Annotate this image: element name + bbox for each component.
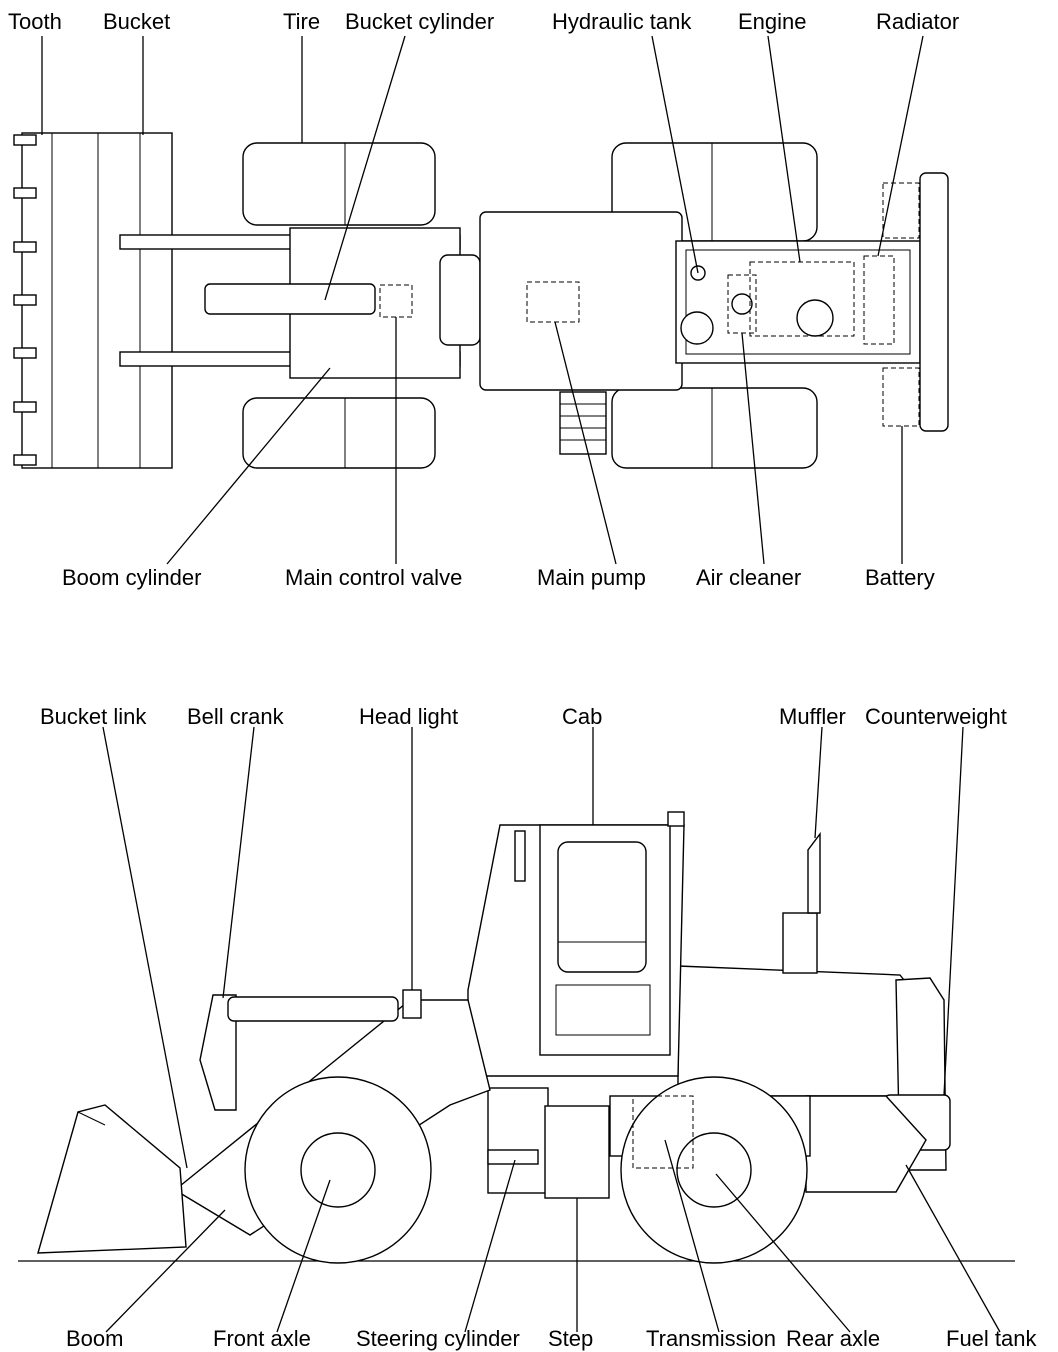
top-view-leaders [41,35,924,565]
cab-top [479,211,683,391]
label-rear-axle: Rear axle [786,1326,880,1351]
transmission-box [632,1095,694,1169]
label-hydraulic-tank: Hydraulic tank [552,9,692,34]
label-bucket-link: Bucket link [40,704,147,729]
label-tire: Tire [283,9,320,34]
label-boom: Boom [66,1326,123,1351]
beacon [667,811,685,827]
label-transmission: Transmission [646,1326,776,1351]
label-bell-crank: Bell crank [187,704,285,729]
center-frame [487,1087,549,1194]
battery-box-top [882,182,920,239]
label-counterweight: Counterweight [865,704,1007,729]
rear-mirror [514,830,526,882]
bucket-cylinder-side [227,996,399,1022]
muffler-pipe [807,831,821,914]
rear-hub [676,1132,752,1208]
label-air-cleaner: Air cleaner [696,565,801,590]
main-pump-box [526,281,580,323]
step-tread [560,403,606,441]
front-tire-top [242,142,436,226]
label-main-control-valve: Main control valve [285,565,462,590]
bucket-cylinder-top [204,283,376,315]
cab-window [557,841,647,973]
step-top [559,391,607,455]
label-steering-cylinder: Steering cylinder [356,1326,520,1351]
muffler-body [782,912,818,974]
label-radiator: Radiator [876,9,959,34]
side-view-leaders [102,726,1001,1333]
battery-box-bottom [882,367,920,427]
side-view-drawing [18,811,1015,1264]
label-bucket: Bucket [103,9,170,34]
bell-crank [199,994,237,1111]
head-light [402,989,422,1019]
bucket-side [37,1104,187,1254]
counterweight-top [919,172,949,432]
bucket-top [21,132,173,469]
label-muffler: Muffler [779,704,846,729]
label-boom-cylinder: Boom cylinder [62,565,201,590]
engine-hood-top [675,240,921,364]
label-front-axle: Front axle [213,1326,311,1351]
label-cab: Cab [562,704,602,729]
top-view-drawing [13,132,949,469]
center-hinge [439,254,481,346]
top-view-labels: Tooth Bucket Tire Bucket cylinder Hydrau… [8,9,959,590]
step-side [544,1105,610,1199]
label-head-light: Head light [359,704,458,729]
bucket-teeth [13,134,37,466]
label-bucket-cylinder: Bucket cylinder [345,9,494,34]
label-step: Step [548,1326,593,1351]
rear-tire-bottom [611,387,818,469]
side-view-labels: Bucket link Bell crank Head light Cab Mu… [40,704,1037,1351]
label-main-pump: Main pump [537,565,646,590]
engine-box [749,261,855,337]
label-battery: Battery [865,565,935,590]
label-tooth: Tooth [8,9,62,34]
filter-cover [680,311,714,345]
front-tire-bottom [242,397,436,469]
label-engine: Engine [738,9,807,34]
steering-cylinder [487,1149,539,1165]
engine-cap [796,299,834,337]
label-fuel-tank: Fuel tank [946,1326,1037,1351]
front-hub [300,1132,376,1208]
radiator-box [863,255,895,345]
